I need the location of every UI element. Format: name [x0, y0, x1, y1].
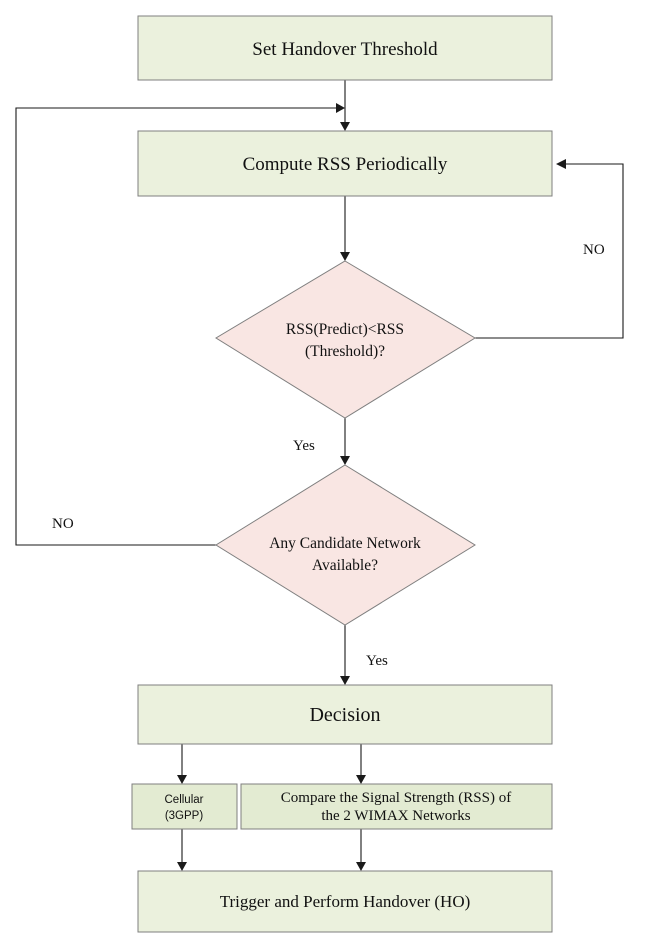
cellular-line2: (3GPP): [165, 810, 204, 822]
process-box: [137, 684, 553, 745]
decision-diamond: [215, 464, 476, 626]
decision1-line1: RSS(Predict)<RSS: [286, 321, 404, 338]
node-trigger: Trigger and Perform Handover (HO): [137, 870, 553, 933]
arrowhead: [177, 775, 187, 784]
loop-no-left: [15, 107, 338, 546]
node-decision: Decision: [137, 684, 553, 745]
edge-label-yes-1: Yes: [293, 438, 315, 454]
process-box: [137, 130, 553, 197]
arrowhead: [556, 159, 566, 169]
arrowhead: [340, 122, 350, 131]
process-box: [131, 783, 238, 830]
node-compute-rss: Compute RSS Periodically: [137, 130, 553, 197]
arrowhead: [177, 862, 187, 871]
decision-label: Decision: [309, 704, 380, 726]
decision1-line2: (Threshold)?: [305, 343, 385, 360]
loop-no-right: [475, 163, 624, 339]
process-box: [137, 15, 553, 81]
arrowhead: [356, 775, 366, 784]
compare-line1: Compare the Signal Strength (RSS) of: [281, 790, 511, 806]
decision-diamond: [215, 260, 476, 419]
decision2-line1: Any Candidate Network: [269, 535, 421, 552]
cellular-line1: Cellular: [165, 794, 204, 806]
arrowhead: [340, 252, 350, 261]
process-box: [240, 783, 553, 830]
arrowhead: [336, 103, 345, 113]
arrowhead: [340, 456, 350, 465]
edge-label-no-left: NO: [52, 516, 74, 532]
trigger-label: Trigger and Perform Handover (HO): [220, 892, 471, 911]
set-threshold-label: Set Handover Threshold: [252, 39, 438, 60]
edge-label-yes-2: Yes: [366, 653, 388, 669]
node-decision-candidate: Any Candidate Network Available?: [215, 464, 476, 626]
arrowhead: [340, 676, 350, 685]
node-set-threshold: Set Handover Threshold: [137, 15, 553, 81]
node-compare: Compare the Signal Strength (RSS) of the…: [240, 783, 553, 830]
connectors: [15, 80, 624, 871]
compute-rss-label: Compute RSS Periodically: [243, 154, 448, 175]
node-decision-rss-threshold: RSS(Predict)<RSS (Threshold)?: [215, 260, 476, 419]
process-box: [137, 870, 553, 933]
arrowhead: [356, 862, 366, 871]
node-cellular: Cellular (3GPP): [131, 783, 238, 830]
decision2-line2: Available?: [312, 557, 378, 574]
compare-line2: the 2 WIMAX Networks: [321, 808, 470, 824]
edge-label-no-right: NO: [583, 242, 605, 258]
